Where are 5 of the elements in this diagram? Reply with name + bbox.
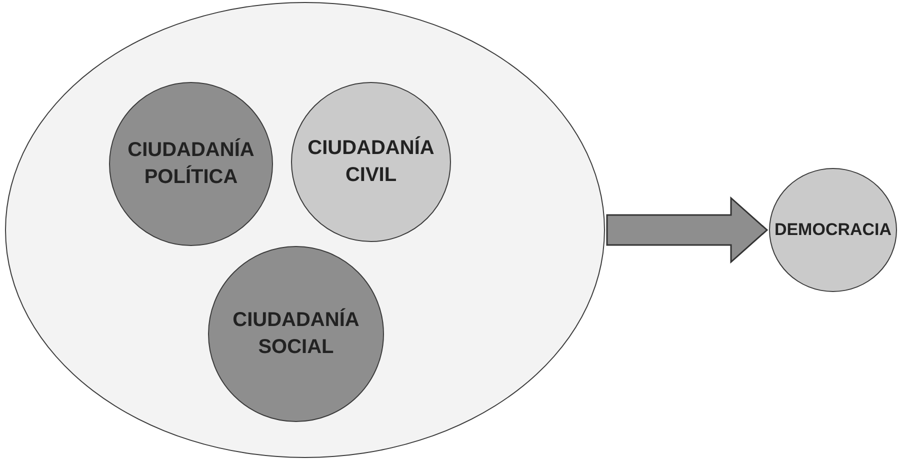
block-arrow [606, 196, 768, 264]
node-label: DEMOCRACIA [774, 218, 892, 241]
node-label: CIUDADANÍA CIVIL [306, 135, 436, 188]
node-label: CIUDADANÍA POLÍTICA [126, 137, 256, 190]
node-label: CIUDADANÍA SOCIAL [232, 307, 360, 360]
